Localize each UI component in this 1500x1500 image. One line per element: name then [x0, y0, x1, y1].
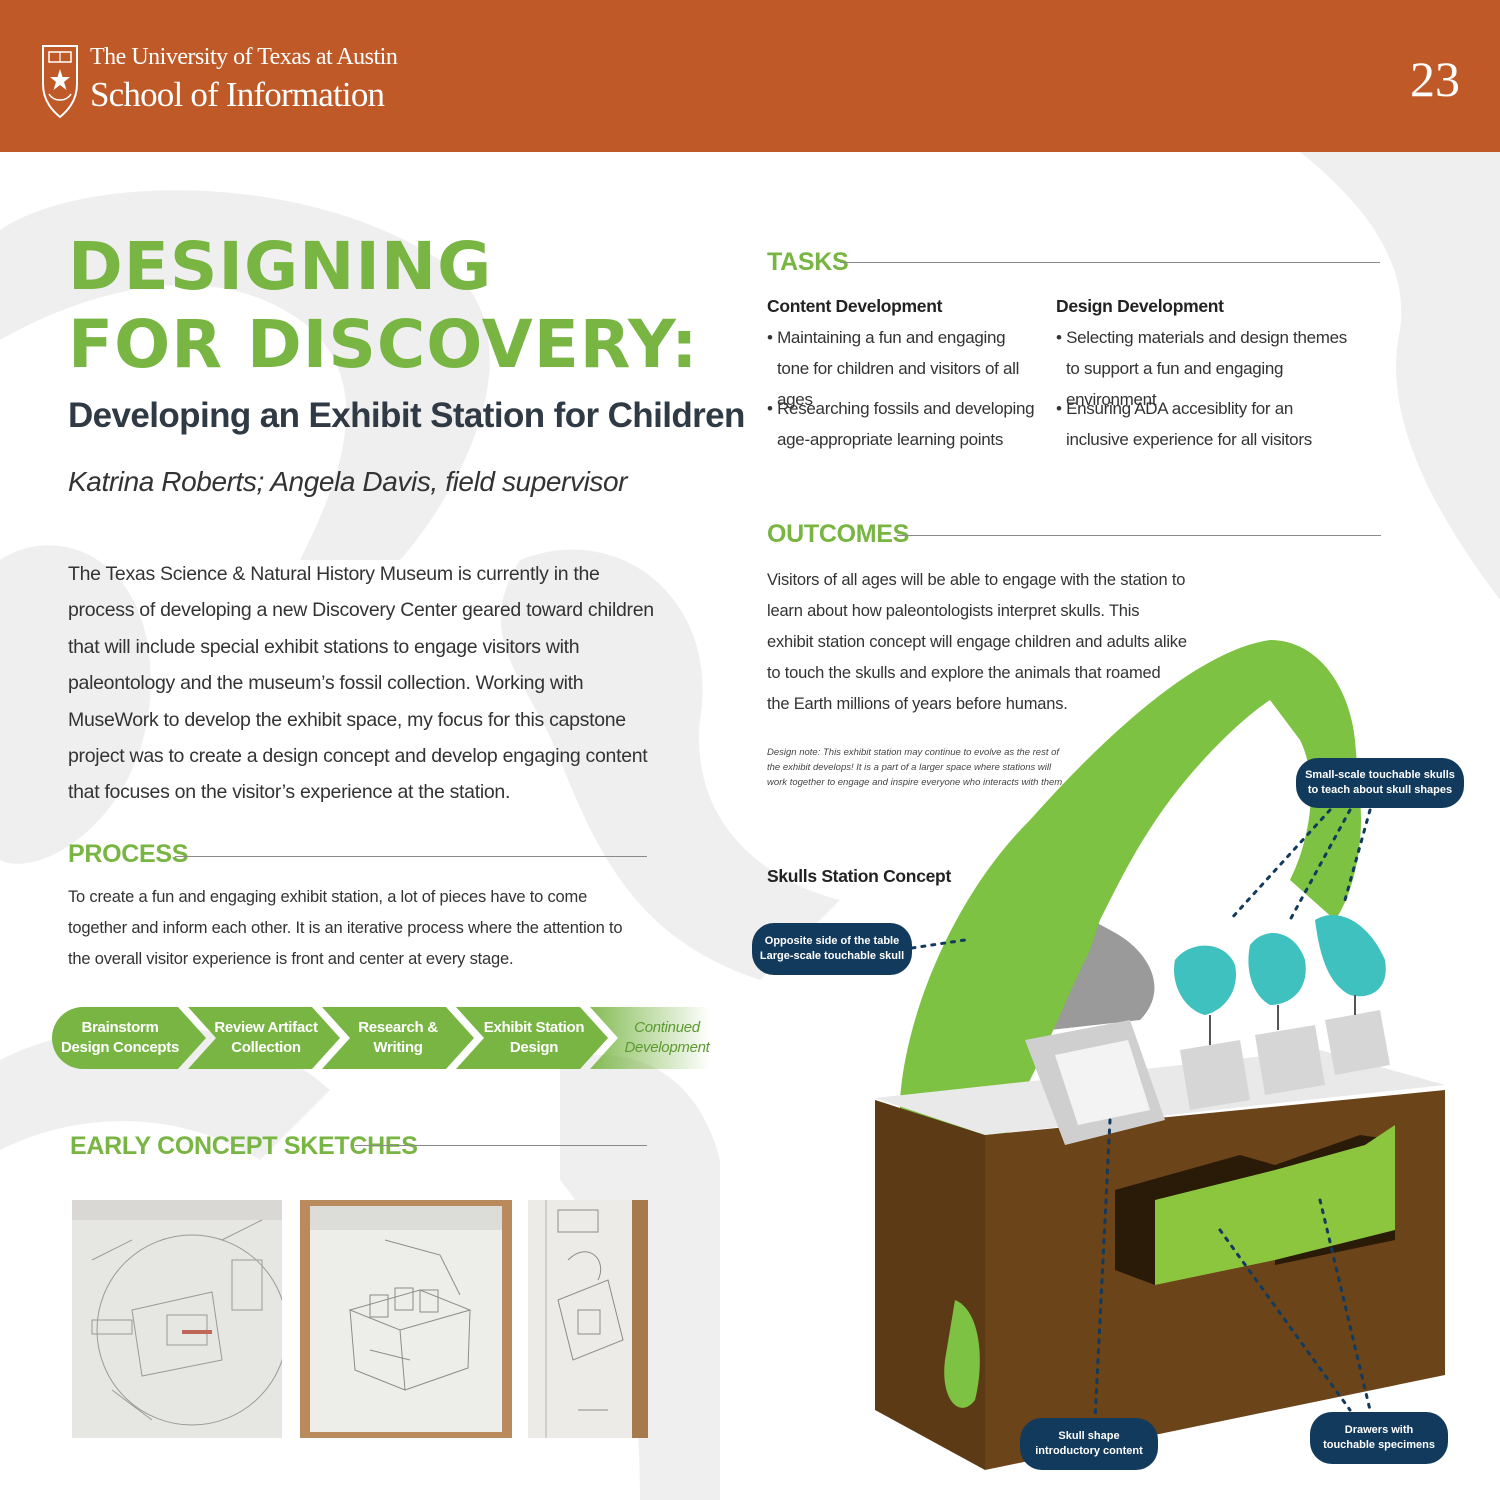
- sketch-photo-2: [300, 1200, 512, 1438]
- concept-heading: Skulls Station Concept: [767, 866, 951, 886]
- ut-shield-logo: [42, 45, 78, 119]
- tasks-rule: [840, 262, 1380, 263]
- title-line-1: DESIGNING: [68, 228, 493, 305]
- step-2-arrow: [188, 1007, 340, 1069]
- sketch-photo-3: [528, 1200, 648, 1438]
- authors: Katrina Roberts; Angela Davis, field sup…: [68, 466, 628, 497]
- process-steps: [52, 1007, 710, 1069]
- university-name: The University of Texas at Austin: [90, 44, 398, 70]
- intro-paragraph: The Texas Science & Natural History Muse…: [68, 563, 654, 804]
- callout-opposite-side: Opposite side of the table Large-scale t…: [752, 923, 912, 975]
- table-left-side: [875, 1100, 985, 1470]
- step-research-writing: Research & Writing: [358, 1019, 438, 1056]
- process-heading: PROCESS: [68, 840, 189, 868]
- callout-skull-shape: Skull shape introductory content: [1020, 1418, 1158, 1470]
- step-exhibit-design: Exhibit Station Design: [483, 1019, 585, 1056]
- content-dev-heading: Content Development: [767, 296, 943, 316]
- sketches-heading: EARLY CONCEPT SKETCHES: [70, 1132, 418, 1160]
- school-name: School of Information: [90, 75, 385, 114]
- outcomes-rule: [897, 535, 1381, 536]
- label-block-1: [1180, 1040, 1250, 1110]
- outcomes-heading: OUTCOMES: [767, 520, 910, 548]
- page-number: 23: [1410, 51, 1460, 107]
- skull-eye-hole: [1194, 752, 1270, 900]
- drawer-front: [1155, 1125, 1395, 1285]
- callout-small-skulls: Small-scale touchable skulls to teach ab…: [1296, 758, 1464, 808]
- design-dev-item-2: • Ensuring ADA accesiblity for an inclus…: [1056, 399, 1312, 449]
- step-review-artifact: Review Artifact Collection: [214, 1019, 318, 1056]
- sketches-rule: [355, 1145, 647, 1146]
- step-1-arrow: [52, 1007, 206, 1069]
- teal-skull-2: [1248, 933, 1306, 1005]
- design-note: Design note: This exhibit station may co…: [767, 747, 1065, 788]
- poster-title: DESIGNING FOR DISCOVERY:: [68, 228, 698, 384]
- tasks-heading: TASKS: [767, 248, 849, 276]
- design-dev-heading: Design Development: [1056, 296, 1224, 316]
- header-bar: [0, 0, 1500, 152]
- design-dev-item-1: • Selecting materials and design themes …: [1056, 328, 1347, 409]
- title-line-2: FOR DISCOVERY:: [68, 306, 699, 383]
- callout-drawers: Drawers with touchable specimens: [1310, 1412, 1448, 1464]
- exhibit-station-illustration: [875, 640, 1445, 1470]
- label-block-3: [1325, 1010, 1390, 1075]
- step-3-arrow: [322, 1007, 474, 1069]
- content-dev-item-1: • Maintaining a fun and engaging tone fo…: [767, 328, 1020, 409]
- teal-skull-1: [1174, 945, 1236, 1015]
- step-continued-development: Continued Development: [624, 1019, 710, 1056]
- teal-skull-3: [1315, 914, 1386, 997]
- content-dev-item-2: • Researching fossils and developing age…: [767, 399, 1035, 449]
- process-text: To create a fun and engaging exhibit sta…: [68, 888, 623, 968]
- sketch-photo-1: [72, 1200, 282, 1438]
- poster-subtitle: Developing an Exhibit Station for Childr…: [68, 396, 745, 435]
- outcomes-text: Visitors of all ages will be able to eng…: [767, 571, 1187, 713]
- label-block-2: [1255, 1025, 1325, 1095]
- process-rule: [175, 856, 647, 857]
- step-brainstorm: Brainstorm Design Concepts: [60, 1019, 180, 1056]
- step-4-arrow: [456, 1007, 608, 1069]
- step-5-arrow: [590, 1007, 710, 1069]
